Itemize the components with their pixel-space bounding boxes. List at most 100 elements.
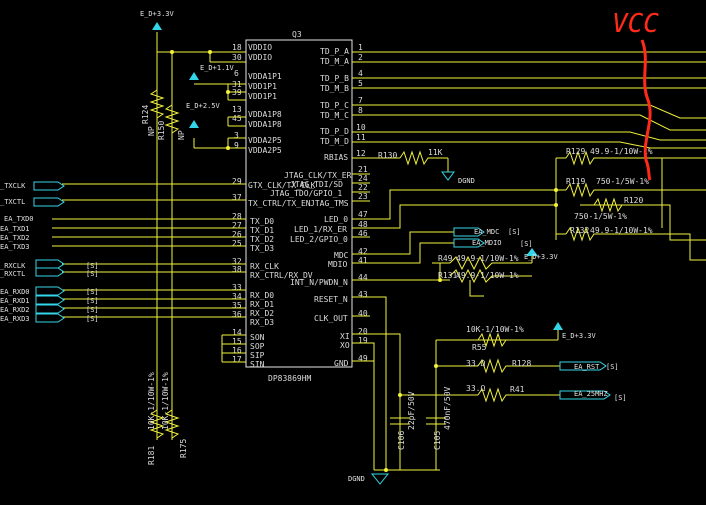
pin-number: 6 [234, 69, 239, 78]
resistor-r49 [449, 255, 520, 271]
pin-number: 28 [232, 212, 242, 221]
wire [352, 231, 454, 255]
pin-number: 40 [358, 309, 368, 318]
pin-name: XO [340, 341, 350, 350]
pin-number: 23 [358, 192, 368, 201]
pin-name: RESET_N [314, 295, 348, 304]
part-ref: R41 [510, 385, 525, 394]
pin-name: VDD1P1 [248, 82, 277, 91]
net-label: EA_TXD1 [0, 225, 30, 233]
pin-name: SOP [250, 342, 265, 351]
power-triangle-icon [526, 248, 538, 256]
pin-name: TX_D1 [250, 226, 274, 235]
resistor-r150 [164, 104, 180, 134]
pin-name: RBIAS [324, 153, 348, 162]
pin-number: 20 [358, 327, 368, 336]
net-label: EA_RXD1 [0, 297, 30, 305]
wire [352, 342, 375, 470]
part-value: NP [147, 126, 156, 136]
wire [352, 189, 556, 220]
part-value: 10K-1/10W-1% [466, 325, 524, 334]
pin-number: 36 [232, 310, 242, 319]
wire [352, 296, 387, 470]
pin-number: 15 [232, 337, 242, 346]
net-label: _RXCLK [0, 262, 26, 270]
pin-name: VDDA2P5 [248, 146, 282, 155]
part-labels: R130 11K R129 49.9-1/10W-1% R119 750-1/5… [141, 105, 653, 465]
wire [628, 233, 706, 261]
pin-number: 34 [232, 292, 242, 301]
part-ref: C105 [433, 431, 442, 450]
junction-dot [554, 188, 558, 192]
net-port-icon [559, 361, 607, 371]
vcc-annotation: VCC [612, 9, 659, 181]
pin-name: RX_CLK [250, 262, 279, 271]
pin-number: 46 [358, 229, 368, 238]
pin-number: 37 [232, 193, 242, 202]
net-port-icon [35, 286, 65, 296]
pin-number: 16 [232, 346, 242, 355]
pin-name: RX_D2 [250, 309, 274, 318]
net-label-mdc: EA_MDC [474, 228, 499, 236]
junction-dot [226, 146, 230, 150]
pin-number: 14 [232, 328, 242, 337]
pin-number: 33 [232, 283, 242, 292]
pin-name: VDDA2P5 [248, 136, 282, 145]
resistor-r175 [164, 409, 180, 439]
junction-dot [398, 393, 402, 397]
pin-name: MDIO [328, 260, 347, 269]
pin-name: TD_P_C [320, 101, 349, 110]
power-label-3v3-c: E_D+3.3V [562, 332, 597, 340]
pin-name: SIN [250, 360, 265, 369]
wires [52, 32, 706, 471]
pin-number: 2 [358, 53, 363, 62]
vcc-arrow-stroke [640, 39, 652, 181]
power-triangle-icon [553, 322, 563, 330]
pin-number: 44 [358, 273, 368, 282]
pin-name: TX_D0 [250, 217, 274, 226]
part-ref: R49 [438, 254, 453, 263]
wire [469, 280, 484, 297]
sheet-ref: [S] [86, 262, 99, 270]
pin-number: 21 [358, 165, 368, 174]
part-ref: R119 [566, 177, 585, 186]
pin-name: JTAG_TMS [310, 199, 349, 208]
pin-name: LED_0 [324, 215, 348, 224]
sheet-ref: [S] [86, 315, 99, 323]
power-label-2v5: E_D+2.5V [186, 102, 221, 110]
wire [628, 204, 706, 241]
junction-dot [554, 203, 558, 207]
pin-number: 32 [232, 257, 242, 266]
part-value: 33.Ω [466, 384, 485, 393]
net-label: EA_TXD2 [0, 234, 30, 242]
net-label-clk: EA_25MHZ [574, 390, 608, 398]
pin-number: 7 [358, 96, 363, 105]
net-label-mdio: EA_MDIO [472, 239, 502, 247]
pin-number: 38 [232, 265, 242, 274]
right-net-labels: EA_MDC [S] EA_MDIO [S] EA_RST [S] EA_25M… [453, 227, 627, 402]
pin-name: JTAG_TDO/GPIO_1 [270, 189, 342, 198]
wire [352, 141, 706, 149]
ground-icon [370, 473, 390, 485]
pin-number: 27 [232, 221, 242, 230]
power-label-3v3: E_D+3.3V [140, 10, 175, 18]
net-port-icon [35, 267, 65, 277]
resistor-r129 [565, 150, 628, 166]
pin-name: VDDA1P8 [248, 110, 282, 119]
pin-number: 10 [356, 123, 366, 132]
pin-name: VDDA1P1 [248, 72, 282, 81]
part-value: 470nF/50V [443, 386, 452, 430]
chip-left-pins: VDDIO 18 VDDIO 30 VDDA1P1 6 VDD1P1 31 VD… [232, 43, 316, 369]
net-label: _TXCLK [0, 182, 26, 190]
part-ref: R129 [566, 147, 585, 156]
resistor-r55 [477, 332, 530, 348]
wire [352, 114, 706, 131]
pin-number: 3 [234, 131, 239, 140]
net-label: _RXCTL [0, 270, 25, 278]
net-port-icon [35, 295, 65, 305]
pin-number: 49 [358, 354, 368, 363]
net-label: EA_RXD3 [0, 315, 30, 323]
pin-number: 24 [358, 174, 368, 183]
pin-name: CLK_OUT [314, 314, 348, 323]
junction-dot [170, 50, 174, 54]
